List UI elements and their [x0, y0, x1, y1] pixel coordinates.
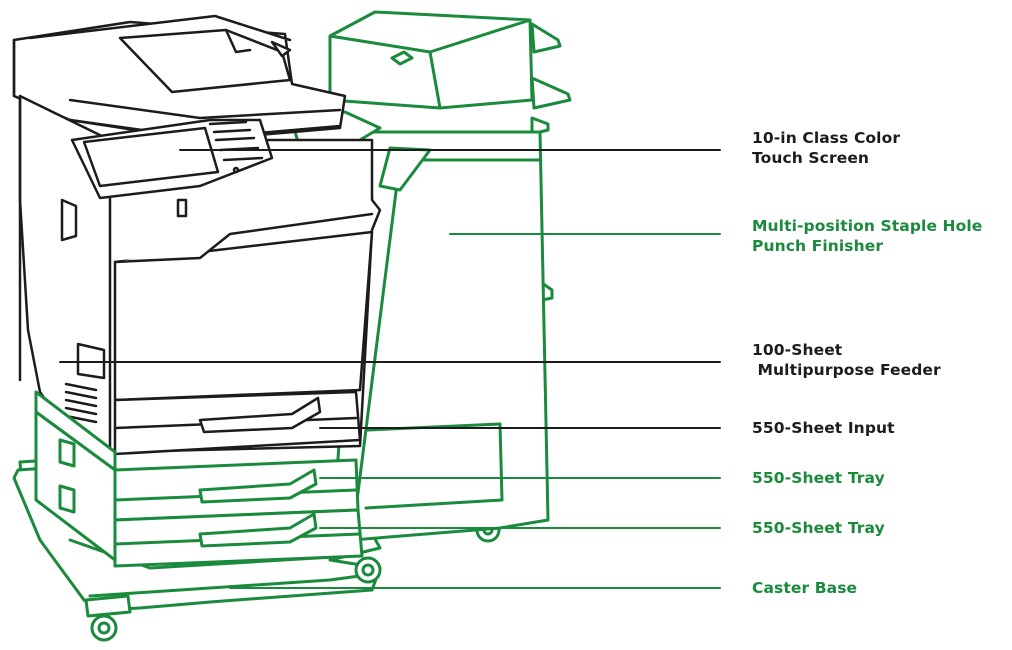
- callout-tray-550-a: 550-Sheet Tray: [752, 469, 885, 487]
- callout-tray-550-b: 550-Sheet Tray: [752, 519, 885, 537]
- callout-finisher: Multi-position Staple Hole Punch Finishe…: [752, 217, 983, 255]
- callout-mp-feeder: 100-Sheet Multipurpose Feeder: [752, 341, 941, 379]
- callout-touch-screen: 10-in Class Color Touch Screen: [752, 129, 901, 167]
- printer-shape: [12, 14, 382, 472]
- leader-lines: [59, 149, 721, 589]
- trays-shape: [34, 390, 364, 568]
- callout-caster-base: Caster Base: [752, 579, 858, 597]
- callout-input-550: 550-Sheet Input: [752, 419, 895, 437]
